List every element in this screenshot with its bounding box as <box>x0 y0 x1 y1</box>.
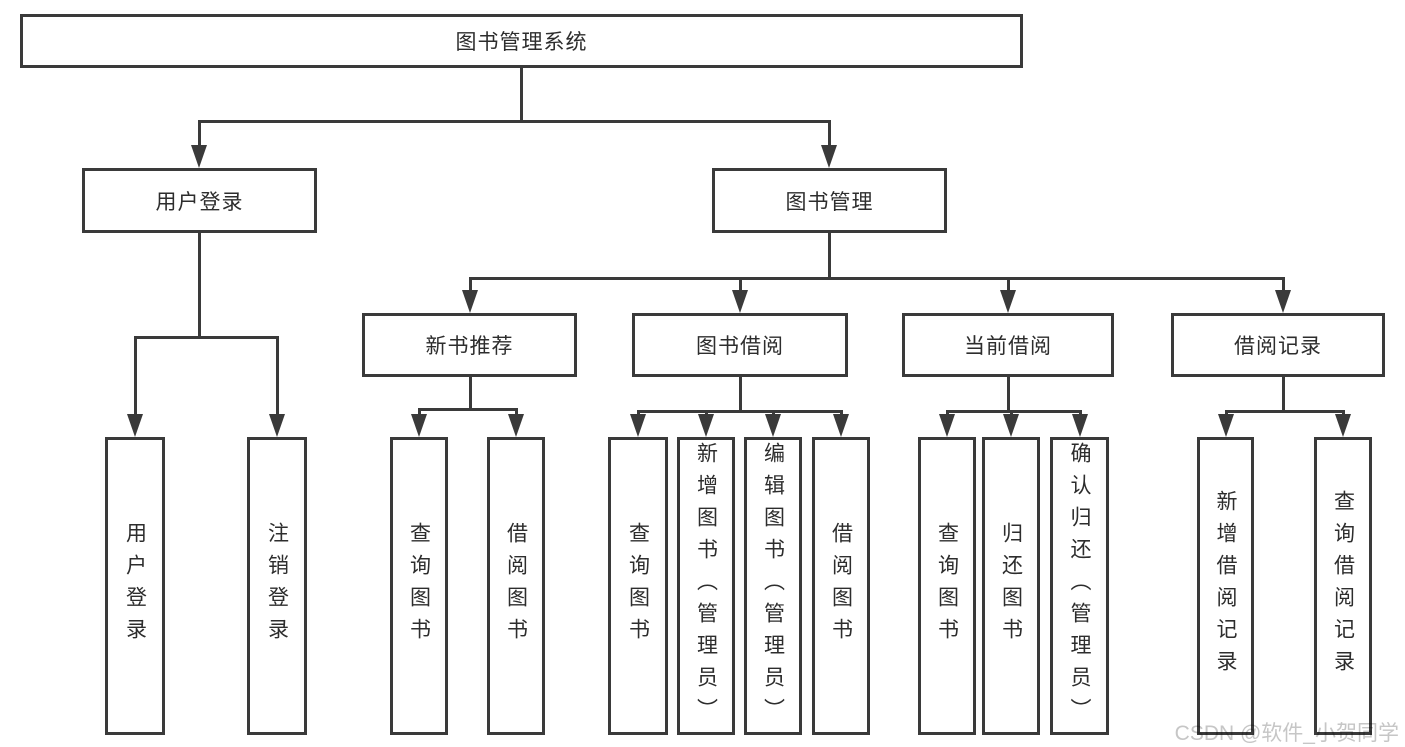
connector-line <box>197 121 201 147</box>
node-label: 确认归还（管理员） <box>1068 442 1091 730</box>
node-label: 查询图书 <box>407 522 431 650</box>
connector-line <box>1341 410 1345 416</box>
node-current-borrowing: 当前借阅 <box>902 313 1114 377</box>
connector-line <box>771 410 775 416</box>
connector-line <box>945 410 949 416</box>
node-label: 查询借阅记录 <box>1331 490 1355 682</box>
connector-line <box>1281 377 1285 412</box>
leaf-borrow-books-recommend: 借阅图书 <box>487 437 545 735</box>
arrow-down-icon <box>765 414 781 437</box>
connector-line <box>468 277 472 292</box>
connector-line <box>827 233 831 278</box>
connector-line <box>133 336 137 416</box>
arrow-down-icon <box>191 145 207 168</box>
node-book-borrowing: 图书借阅 <box>632 313 848 377</box>
node-label: 当前借阅 <box>964 335 1052 358</box>
connector-line <box>945 409 1082 413</box>
leaf-logout: 注销登录 <box>247 437 307 735</box>
node-label: 查询图书 <box>935 522 959 650</box>
node-label: 编辑图书（管理员） <box>761 442 785 730</box>
connector-line <box>704 410 708 416</box>
connector-line <box>827 121 831 147</box>
connector-line <box>1281 277 1285 292</box>
connector-line <box>738 377 742 412</box>
connector-line <box>197 119 831 123</box>
connector-line <box>133 335 279 339</box>
arrow-down-icon <box>462 290 478 313</box>
leaf-query-books-current: 查询图书 <box>918 437 976 735</box>
leaf-return-books: 归还图书 <box>982 437 1040 735</box>
node-library-management-system: 图书管理系统 <box>20 14 1023 68</box>
arrow-down-icon <box>1003 414 1019 437</box>
leaf-query-books-recommend: 查询图书 <box>390 437 448 735</box>
node-label: 借阅图书 <box>504 522 528 650</box>
connector-line <box>1006 277 1010 292</box>
connector-line <box>275 336 279 416</box>
connector-line <box>1006 377 1010 412</box>
node-label: 借阅图书 <box>829 522 853 650</box>
leaf-user-login: 用户登录 <box>105 437 165 735</box>
connector-line <box>636 410 640 416</box>
connector-line <box>468 276 1285 280</box>
connector-line <box>197 233 201 337</box>
leaf-edit-books-admin: 编辑图书（管理员） <box>744 437 802 735</box>
node-book-management: 图书管理 <box>712 168 947 233</box>
arrow-down-icon <box>1218 414 1234 437</box>
connector-line <box>519 68 523 121</box>
node-label: 借阅记录 <box>1234 335 1322 358</box>
arrow-down-icon <box>508 414 524 437</box>
node-label: 图书管理系统 <box>455 31 588 54</box>
arrow-down-icon <box>1275 290 1291 313</box>
arrow-down-icon <box>732 290 748 313</box>
leaf-add-borrow-record: 新增借阅记录 <box>1197 437 1254 735</box>
arrow-down-icon <box>630 414 646 437</box>
arrow-down-icon <box>269 414 285 437</box>
connector-line <box>417 407 518 411</box>
leaf-confirm-return-admin: 确认归还（管理员） <box>1050 437 1109 735</box>
connector-line <box>1078 410 1082 416</box>
node-label: 归还图书 <box>999 522 1023 650</box>
arrow-down-icon <box>1072 414 1088 437</box>
node-label: 新增借阅记录 <box>1214 490 1237 682</box>
node-user-login: 用户登录 <box>82 168 317 233</box>
connector-line <box>839 410 843 416</box>
arrow-down-icon <box>1000 290 1016 313</box>
arrow-down-icon <box>411 414 427 437</box>
leaf-add-books-admin: 新增图书（管理员） <box>677 437 735 735</box>
node-new-book-recommendation: 新书推荐 <box>362 313 577 377</box>
connector-line <box>1224 410 1228 416</box>
node-label: 新增图书（管理员） <box>694 442 718 730</box>
connector-line <box>1224 409 1345 413</box>
node-label: 图书借阅 <box>696 335 784 358</box>
connector-line <box>738 277 742 292</box>
arrow-down-icon <box>833 414 849 437</box>
leaf-borrow-books: 借阅图书 <box>812 437 870 735</box>
connector-line <box>1009 410 1013 416</box>
arrow-down-icon <box>939 414 955 437</box>
node-label: 图书管理 <box>785 190 874 214</box>
node-label: 注销登录 <box>265 522 289 650</box>
node-label: 新书推荐 <box>425 335 514 358</box>
arrow-down-icon <box>698 414 714 437</box>
node-borrowing-records: 借阅记录 <box>1171 313 1385 377</box>
arrow-down-icon <box>821 145 837 168</box>
connector-line <box>636 409 843 413</box>
watermark: CSDN @软件_小贺同学 <box>1174 722 1399 745</box>
connector-line <box>514 408 518 416</box>
leaf-query-borrow-record: 查询借阅记录 <box>1314 437 1372 735</box>
arrow-down-icon <box>1335 414 1351 437</box>
arrow-down-icon <box>127 414 143 437</box>
connector-line <box>417 408 421 416</box>
node-label: 用户登录 <box>123 522 147 650</box>
node-label: 查询图书 <box>626 522 650 650</box>
connector-line <box>468 377 472 410</box>
leaf-query-books-borrow: 查询图书 <box>608 437 668 735</box>
node-label: 用户登录 <box>155 190 244 214</box>
